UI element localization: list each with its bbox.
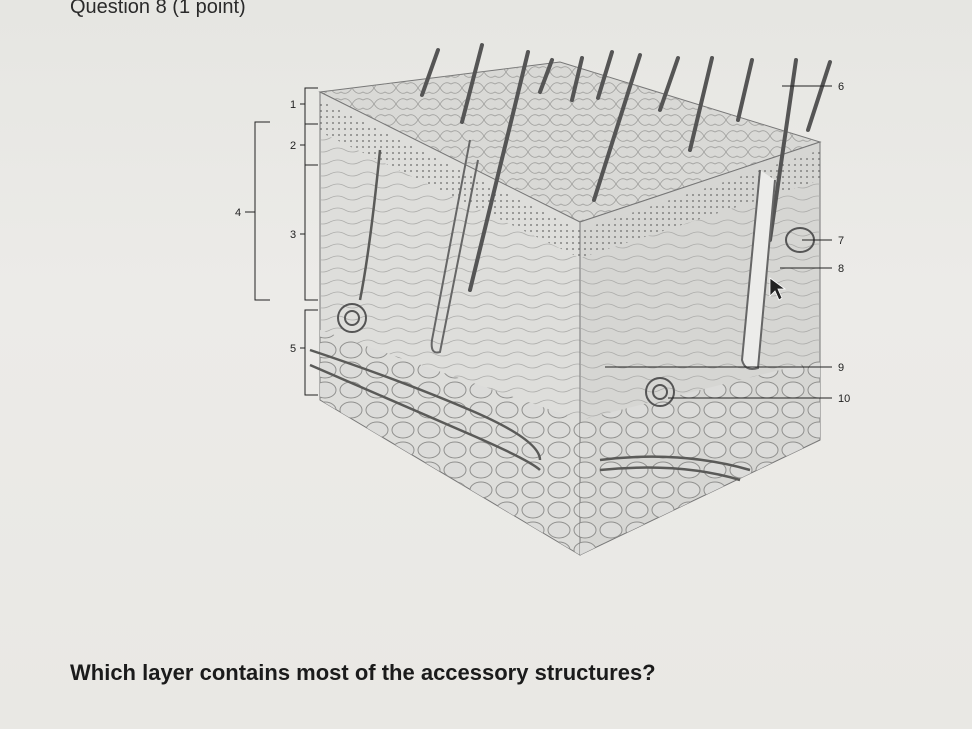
label-5: 5 [290, 343, 296, 355]
hair-follicles [430, 139, 776, 370]
mouse-cursor-icon [769, 277, 787, 301]
right-label-markers [605, 85, 832, 399]
label-8: 8 [838, 263, 844, 275]
label-10: 10 [838, 393, 850, 405]
hair-shafts [420, 43, 832, 292]
label-3: 3 [290, 229, 296, 241]
blood-vessels [309, 149, 751, 482]
skin-left-face [319, 91, 581, 556]
label-4: 4 [235, 207, 241, 219]
question-prompt: Which layer contains most of the accesso… [70, 660, 656, 685]
label-6: 6 [838, 81, 844, 93]
question-title: Question 8 (1 point) [70, 0, 246, 18]
label-2: 2 [290, 140, 296, 152]
left-label-markers [245, 87, 318, 396]
label-7: 7 [838, 235, 844, 247]
label-1: 1 [290, 99, 296, 111]
label-9: 9 [838, 362, 844, 374]
